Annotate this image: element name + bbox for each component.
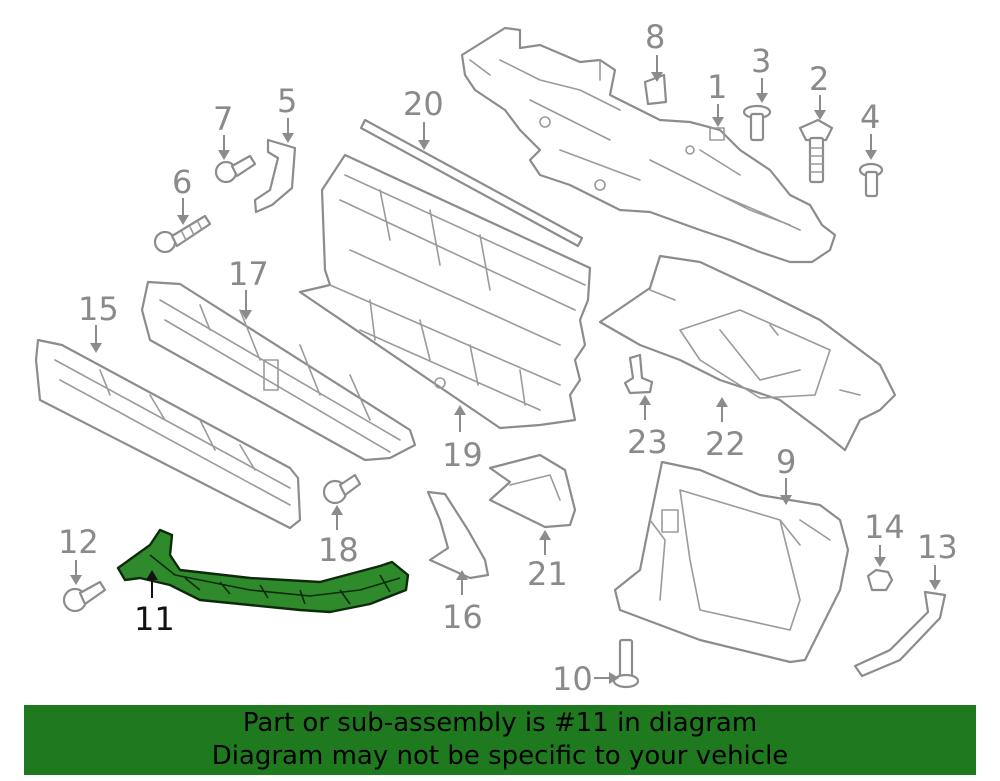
callout-7: 7 (213, 100, 233, 138)
part-21-air-guide (488, 453, 577, 529)
info-banner: Part or sub-assembly is #11 in diagram D… (24, 705, 976, 775)
callout-21: 21 (527, 555, 568, 593)
callout-12: 12 (58, 523, 99, 561)
callout-4: 4 (860, 98, 880, 136)
parts-diagram: 8 1 3 2 4 7 5 6 20 17 15 19 23 22 9 21 1… (34, 18, 958, 698)
callout-11-highlighted: 11 (134, 600, 175, 638)
callout-13: 13 (917, 528, 958, 566)
callout-23: 23 (627, 423, 668, 461)
part-10-bolt (612, 638, 640, 689)
part-7-bolt (214, 154, 257, 184)
callout-1: 1 (707, 68, 727, 106)
callout-3: 3 (751, 42, 771, 80)
callout-19: 19 (442, 436, 483, 474)
banner-line-disclaimer: Diagram may not be specific to your vehi… (211, 741, 789, 771)
callout-16: 16 (442, 598, 483, 636)
part-18-bolt (322, 473, 362, 505)
part-6-bolt (153, 214, 212, 254)
part-15-lower-panel (34, 338, 302, 530)
callouts: 8 1 3 2 4 7 5 6 20 17 15 19 23 22 9 21 1… (58, 18, 958, 698)
part-2-stud (798, 118, 834, 184)
part-14-nut (866, 568, 894, 592)
leader-lines (70, 55, 941, 684)
callout-20: 20 (403, 85, 444, 123)
callout-2: 2 (809, 60, 829, 98)
callout-22: 22 (705, 425, 746, 463)
part-1-upper-tie-bar (460, 26, 837, 264)
callout-6: 6 (172, 163, 192, 201)
part-20-seal-strip (359, 118, 584, 248)
part-16-side-guide (426, 490, 490, 580)
callout-14: 14 (864, 508, 905, 546)
part-5-bracket (253, 138, 297, 214)
callout-5: 5 (277, 82, 297, 120)
callout-18: 18 (318, 531, 359, 569)
part-23-push-pin (623, 353, 654, 395)
callout-8: 8 (645, 18, 665, 56)
part-22-lower-shield (598, 254, 897, 452)
callout-10: 10 (552, 660, 593, 698)
part-12-bolt (62, 580, 107, 613)
banner-line-part-number: Part or sub-assembly is #11 in diagram (242, 708, 758, 738)
callout-17: 17 (228, 255, 269, 293)
part-4-bolt (858, 162, 884, 198)
callout-9: 9 (776, 443, 796, 481)
part-19-air-deflector (298, 153, 592, 430)
part-3-bolt (742, 104, 772, 142)
part-11-highlighted-bracket (116, 528, 410, 614)
part-13-strip (853, 590, 947, 678)
callout-15: 15 (78, 290, 119, 328)
part-17-grille-support (140, 280, 417, 462)
part-9-radiator-support (613, 460, 850, 664)
